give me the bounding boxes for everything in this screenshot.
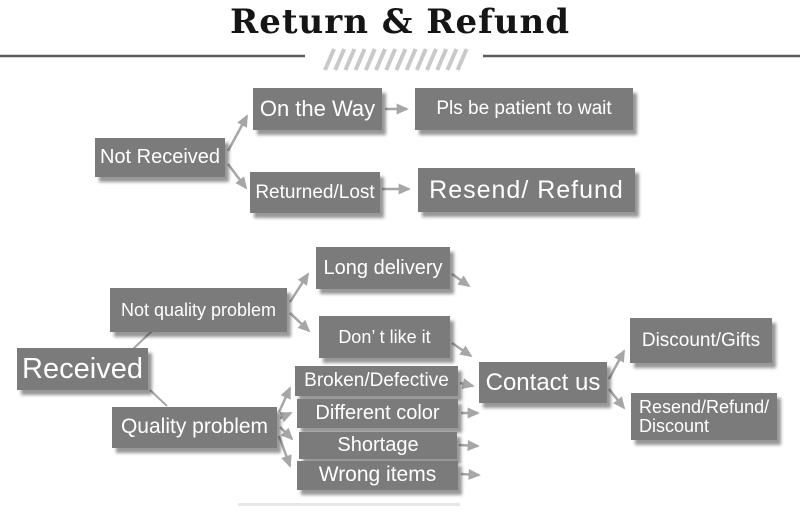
node-different-color: Different color (297, 399, 458, 428)
node-resend-refund: Resend/ Refund (418, 168, 635, 212)
edge-contact-us-to-discount-gifts (607, 349, 626, 380)
edge-quality-to-shortage (279, 426, 294, 441)
node-shortage: Shortage (299, 432, 457, 459)
edge-shortage-to-contact-us (458, 439, 480, 451)
node-broken-defective: Broken/Defective (295, 366, 458, 396)
node-contact-us: Contact us (479, 362, 607, 403)
node-quality-problem: Quality problem (112, 407, 277, 448)
edge-not-quality-to-long-delivery (288, 272, 310, 303)
node-received: Received (17, 348, 148, 390)
edge-broken-defective-to-contact-us (459, 378, 475, 390)
edge-received-to-not-quality-problem (132, 330, 153, 350)
node-pls-be-patient: Pls be patient to wait (415, 88, 633, 130)
edge-quality-to-broken-defective (277, 386, 292, 413)
edge-quality-to-wrong-items (277, 435, 292, 468)
edge-quality-to-different-color (279, 411, 293, 423)
node-long-delivery: Long delivery (316, 247, 450, 289)
edge-contact-us-to-resend-refund-discount (608, 388, 626, 410)
title-divider (0, 48, 800, 71)
node-returned-lost: Returned/Lost (250, 172, 380, 213)
bottom-faint-divider (238, 503, 460, 506)
node-not-received: Not Received (95, 138, 225, 177)
node-wrong-items: Wrong items (297, 461, 458, 490)
node-resend-refund-discount: Resend/Refund/ Discount (631, 393, 777, 440)
edge-not-received-to-on-the-way (226, 114, 249, 152)
node-on-the-way: On the Way (253, 88, 382, 130)
node-discount-gifts: Discount/Gifts (630, 318, 772, 363)
edge-not-quality-to-dont-like-it (289, 312, 311, 333)
hatch-stripes-icon (323, 48, 469, 71)
edge-long-delivery-to-contact-us (451, 272, 471, 288)
edge-dont-like-it-to-contact-us (451, 341, 473, 358)
node-not-quality-problem: Not quality problem (110, 288, 287, 332)
page-title: Return & Refund (229, 2, 571, 42)
edge-not-received-to-returned-lost (227, 163, 248, 190)
node-dont-like-it: Don’ t like it (319, 316, 450, 358)
edge-wrong-items-to-contact-us (460, 468, 481, 480)
edge-received-to-quality-problem (149, 389, 168, 407)
